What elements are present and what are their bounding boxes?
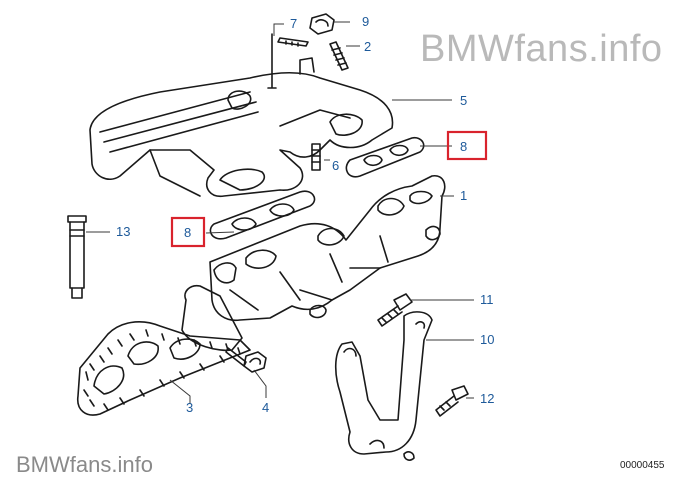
callout-9: 9: [362, 14, 369, 29]
bracket-part-10: [334, 311, 433, 461]
stud-part-7: [267, 33, 309, 89]
callout-8-upper: 8: [460, 139, 467, 154]
callout-3: 3: [186, 400, 193, 415]
diagram-code: 00000455: [620, 460, 665, 471]
bolt-part-12: [435, 385, 469, 417]
exhaust-manifold-part-1: [181, 175, 446, 352]
intake-manifold-part-5: [89, 57, 394, 198]
stud-small: [225, 347, 247, 367]
bolt-part-11: [377, 293, 413, 327]
watermark-bottom: BMWfans.info: [16, 452, 153, 477]
highlight-box-8-left: [170, 216, 206, 248]
highlight-box-8-upper: [446, 130, 488, 161]
callout-8-left: 8: [184, 225, 191, 240]
callout-4: 4: [262, 400, 269, 415]
callout-6: 6: [332, 158, 339, 173]
exhaust-gasket-part-3: [76, 321, 251, 416]
stud-part-13: [67, 215, 87, 299]
callout-11: 11: [480, 292, 494, 307]
stud-part-6: [311, 143, 321, 171]
callout-13: 13: [116, 224, 130, 239]
callout-5: 5: [460, 93, 467, 108]
callout-1: 1: [460, 188, 467, 203]
gasket-part-8-left: [209, 190, 316, 240]
callout-7: 7: [290, 16, 297, 31]
watermark-top: BMWfans.info: [420, 28, 663, 70]
callout-10: 10: [480, 332, 494, 347]
nut-part-9: [309, 13, 335, 35]
callout-12: 12: [480, 391, 494, 406]
stud-part-2: [329, 41, 349, 71]
nut-part-4: [243, 351, 267, 373]
callout-2: 2: [364, 39, 371, 54]
gasket-part-8-upper: [345, 136, 425, 178]
leader-lines: [86, 21, 474, 404]
